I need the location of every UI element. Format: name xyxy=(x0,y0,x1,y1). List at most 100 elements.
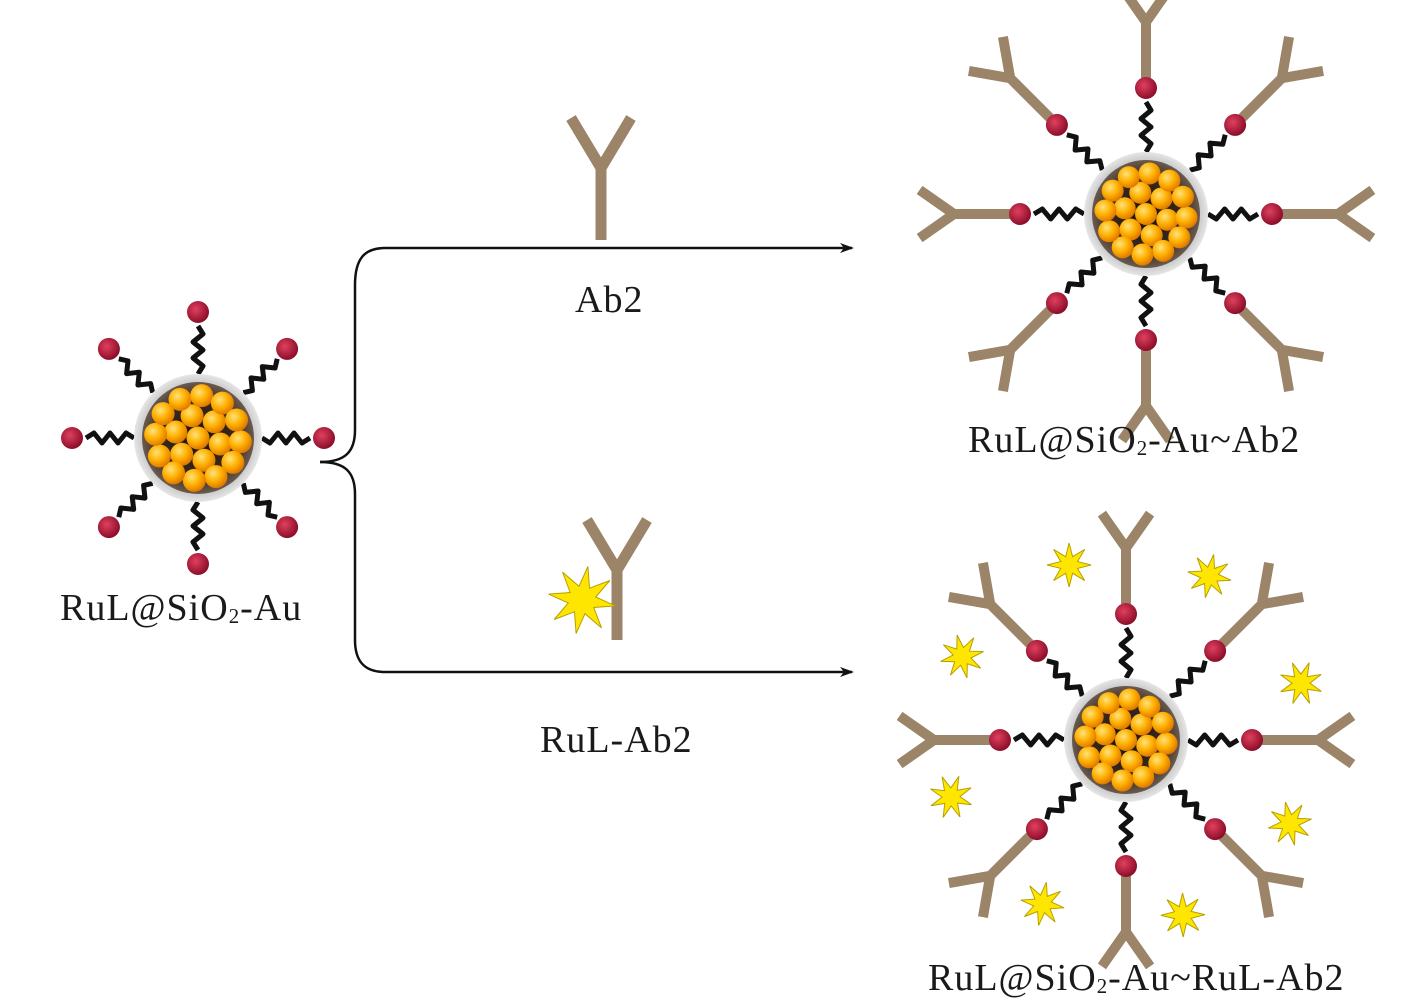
linker-chain xyxy=(1186,732,1240,748)
gold-nanoparticle xyxy=(1117,166,1140,189)
antibody xyxy=(1124,0,1168,78)
gold-nanoparticle xyxy=(170,442,194,466)
label-product-upper: RuL@SiO2-Au~Ab2 xyxy=(968,419,1301,461)
gold-nanoparticle xyxy=(1111,769,1134,792)
gold-nanoparticle xyxy=(1101,179,1124,202)
gold-nanoparticle xyxy=(208,432,232,456)
bead xyxy=(1025,818,1048,841)
gold-nanoparticle xyxy=(1152,239,1175,262)
linker-chain xyxy=(1044,781,1083,820)
gold-nanoparticle xyxy=(1091,762,1114,785)
antibody xyxy=(1262,711,1356,769)
label-start-compound: RuL@SiO2-Au xyxy=(60,587,303,629)
luminescent-label-star xyxy=(1160,892,1206,938)
linker-chain xyxy=(116,480,154,518)
luminescent-label-star xyxy=(940,634,984,679)
luminescent-label-star xyxy=(1187,554,1232,598)
antibody xyxy=(1218,832,1304,918)
gold-nanoparticle xyxy=(1130,713,1153,736)
gold-nanoparticle xyxy=(1118,688,1141,711)
gold-nanoparticle xyxy=(164,420,188,444)
antibody xyxy=(1282,185,1376,243)
bead xyxy=(1009,203,1031,225)
bead xyxy=(187,301,209,323)
linker-chain xyxy=(190,500,206,552)
antibody xyxy=(948,562,1034,648)
linker-chain xyxy=(1167,783,1206,822)
gold-nanoparticle xyxy=(221,450,245,474)
bead xyxy=(1224,113,1247,136)
product-nanoparticle-ab2 xyxy=(916,0,1376,444)
linker-chain xyxy=(1012,732,1066,748)
free-antibody-ab2 xyxy=(566,115,636,240)
gold-nanoparticle xyxy=(1120,750,1143,773)
bead xyxy=(276,516,299,539)
bead xyxy=(97,516,120,539)
bead xyxy=(1241,729,1263,751)
gold-nanoparticle xyxy=(1138,695,1161,718)
gold-nanoparticle xyxy=(190,384,214,408)
bead xyxy=(1135,77,1157,99)
linker-chain xyxy=(1169,660,1208,699)
gold-nanoparticle xyxy=(162,461,186,485)
gold-nanoparticle xyxy=(204,465,228,489)
antibody xyxy=(968,36,1054,122)
linker-chain xyxy=(118,356,156,394)
linker-chain xyxy=(1187,257,1226,296)
gold-nanoparticle xyxy=(225,408,249,432)
gold-nanoparticle xyxy=(1081,705,1104,728)
linker-chain xyxy=(1189,134,1228,173)
gold-nanoparticle xyxy=(1115,729,1137,751)
gold-nanoparticle xyxy=(1098,220,1121,243)
linker-chain xyxy=(1206,206,1260,222)
bead xyxy=(313,427,335,449)
gold-nanoparticle xyxy=(1111,236,1134,259)
bead xyxy=(1045,113,1068,136)
gold-nanoparticle xyxy=(1168,226,1191,249)
gold-nanoparticle xyxy=(1171,185,1194,208)
gold-nanoparticle xyxy=(147,444,171,468)
label-product-lower: RuL@SiO2-Au~RuL-Ab2 xyxy=(928,957,1345,999)
gold-nanoparticle xyxy=(186,426,210,450)
bead xyxy=(1261,203,1283,225)
gold-nanoparticle xyxy=(192,448,216,472)
brace-lower xyxy=(319,460,854,677)
gold-nanoparticle xyxy=(1136,734,1159,757)
antibody xyxy=(1117,350,1175,444)
gold-nanoparticle xyxy=(1150,187,1173,210)
brace-upper xyxy=(319,243,854,464)
free-antibody-rul-ab2 xyxy=(548,517,652,640)
luminescent-label-star xyxy=(1268,801,1312,846)
gold-nanoparticle xyxy=(1158,169,1181,192)
gold-nanoparticle xyxy=(1099,744,1122,767)
product-nanoparticle-rul-ab2 xyxy=(896,510,1356,970)
gold-nanoparticle xyxy=(1148,752,1171,775)
gold-nanoparticle xyxy=(210,391,234,415)
gold-nanoparticle xyxy=(228,430,252,454)
gold-nanoparticle xyxy=(202,410,226,434)
gold-nanoparticle xyxy=(1140,224,1163,247)
gold-nanoparticle xyxy=(1155,732,1178,755)
bead xyxy=(1135,329,1157,351)
linker-chain xyxy=(1032,206,1086,222)
linker-chain xyxy=(84,430,136,446)
linker-chain xyxy=(1138,274,1154,328)
gold-nanoparticle xyxy=(144,422,168,446)
gold-nanoparticle xyxy=(151,402,175,426)
bead xyxy=(97,337,120,360)
linker-chain xyxy=(242,358,280,396)
gold-nanoparticle xyxy=(1156,208,1179,231)
gold-nanoparticle xyxy=(1129,181,1152,204)
gold-nanoparticle xyxy=(1138,162,1161,185)
linker-chain xyxy=(240,482,278,520)
antibody xyxy=(1097,876,1155,970)
gold-nanoparticle xyxy=(182,468,206,492)
bead xyxy=(1025,639,1048,662)
bead xyxy=(187,553,209,575)
gold-nanoparticle xyxy=(1097,692,1120,715)
antibody xyxy=(916,185,1010,243)
bead xyxy=(1224,292,1247,315)
gold-nanoparticle xyxy=(1074,725,1097,748)
linker-chain xyxy=(1046,658,1085,697)
gold-nanoparticle xyxy=(1131,243,1154,266)
